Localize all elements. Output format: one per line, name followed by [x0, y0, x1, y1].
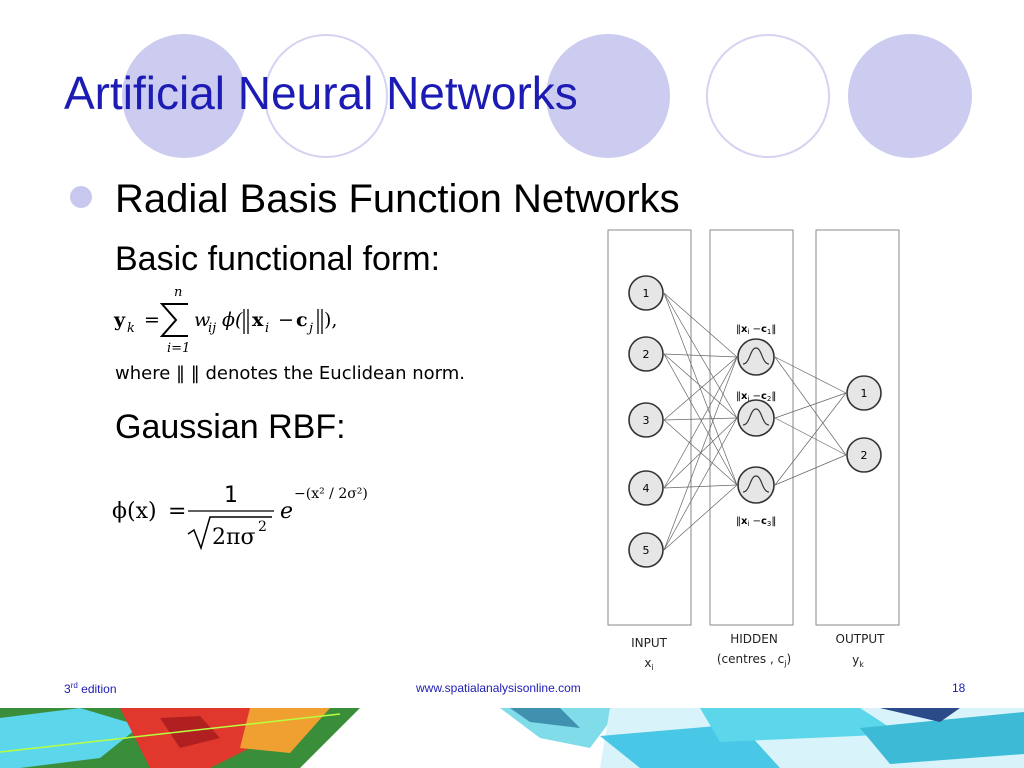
hidden-node-1: [737, 338, 775, 376]
decorative-circle: [546, 34, 670, 158]
gaussian-exponent: −(x² / 2σ²): [294, 486, 368, 502]
input-hidden-edge-5-2: [663, 417, 738, 551]
footer-page-number: 18: [952, 681, 966, 695]
input-hidden-edge-3-1: [663, 356, 738, 421]
slide-title: Artificial Neural Networks: [64, 67, 578, 119]
bullet-dot: [70, 186, 92, 208]
decorative-ring: [706, 34, 830, 158]
hidden-output-edge-2-2: [774, 417, 847, 456]
input-hidden-edge-5-1: [663, 356, 738, 551]
gaussian-curve-icon: [742, 347, 770, 365]
input-node-2: [628, 336, 664, 372]
input-hidden-edge-3-2: [663, 417, 738, 421]
output-column-sub: yk: [852, 653, 864, 669]
gaussian-numerator: 1: [224, 483, 238, 508]
input-node-label-2: 2: [643, 348, 650, 361]
output-node-1: [846, 375, 882, 411]
formula-phi: ϕ(: [222, 309, 243, 331]
input-hidden-edge-4-1: [663, 356, 738, 489]
hidden-output-edge-3-1: [774, 392, 847, 486]
hidden-output-edge-3-2: [774, 454, 847, 486]
formula-close: ),: [324, 309, 337, 331]
input-hidden-edge-5-3: [663, 484, 738, 551]
footer-website-link[interactable]: www.spatialanalysisonline.com: [416, 681, 581, 695]
gaussian-formula: ϕ(x) = 1 2πσ 2 e −(x² / 2σ²): [112, 483, 368, 551]
output-column-label: OUTPUT: [836, 632, 886, 646]
map-decoration-band: [0, 708, 1024, 768]
gaussian-curve-icon: [742, 408, 770, 426]
formula-weight: w: [194, 309, 210, 331]
sum-upper: n: [174, 285, 182, 300]
decorative-ring: [264, 34, 388, 158]
hidden-norm-label-1: ‖xi −c1‖: [736, 324, 776, 336]
input-node-1: [628, 275, 664, 311]
norm-note-suffix: denotes the Euclidean norm.: [205, 363, 466, 384]
input-node-4: [628, 470, 664, 506]
footer-edition: 3rd edition: [64, 681, 117, 696]
output-node-label-1: 1: [861, 387, 868, 400]
gaussian-curve-icon: [742, 475, 770, 493]
input-hidden-edge-2-3: [663, 353, 738, 486]
gaussian-denominator: 2πσ: [212, 525, 255, 550]
basic-form-label: Basic functional form:: [115, 240, 441, 278]
rbf-network-diagram: 1 2 3 4 5 1 2 ‖xi −c1‖ ‖xi −c2‖ ‖xi −c3‖ INPUT…: [607, 229, 900, 672]
input-hidden-edge-2-1: [663, 353, 738, 358]
output-column: [815, 229, 900, 626]
input-column-label: INPUT: [631, 636, 668, 650]
norm-note-prefix: where: [115, 363, 171, 384]
sum-symbol: [159, 303, 188, 337]
formula-vec-x: x: [252, 309, 264, 331]
formula-weight-sub: ij: [208, 321, 216, 336]
rbf-formula: y k = n i=1 w ij ϕ( x i − c j ),: [113, 285, 337, 356]
norm-note: where ‖ ‖ denotes the Euclidean norm.: [115, 363, 465, 384]
hidden-node-2: [737, 399, 775, 437]
hidden-column-sub: (centres , cj): [717, 652, 791, 668]
input-node-label-5: 5: [643, 544, 650, 557]
output-node-label-2: 2: [861, 449, 868, 462]
input-node-3: [628, 402, 664, 438]
hidden-column-label: HIDDEN: [730, 632, 778, 646]
bullet-heading: Radial Basis Function Networks: [115, 177, 680, 221]
hidden-norm-label-2: ‖xi −c2‖: [736, 391, 776, 403]
gaussian-denominator-sup: 2: [258, 519, 267, 535]
gaussian-base: e: [280, 499, 293, 524]
output-node-2: [846, 437, 882, 473]
hidden-output-edge-1-2: [774, 356, 847, 456]
hidden-node-3: [737, 466, 775, 504]
formula-minus: −: [278, 309, 294, 331]
formula-x-sub: i: [265, 321, 269, 336]
sum-lower: i=1: [167, 341, 190, 356]
formula-c-sub: j: [306, 321, 313, 336]
sqrt-symbol: [187, 516, 272, 551]
gaussian-lhs: ϕ(x): [112, 499, 157, 524]
input-node-label-1: 1: [643, 287, 650, 300]
norm-symbol: ‖ ‖: [176, 363, 200, 384]
hidden-output-edge-2-1: [774, 392, 847, 419]
input-column-sub: xi: [644, 656, 653, 672]
input-hidden-edge-1-1: [663, 292, 738, 358]
decorative-circle: [848, 34, 972, 158]
formula-lhs-sub: k: [127, 321, 135, 336]
decorative-circle: [122, 34, 246, 158]
input-node-label-3: 3: [643, 414, 650, 427]
input-hidden-edge-4-3: [663, 484, 738, 489]
gaussian-label: Gaussian RBF:: [115, 408, 346, 446]
formula-lhs: y: [113, 309, 126, 331]
gaussian-equals: =: [168, 499, 186, 524]
formula-equals: =: [144, 309, 160, 331]
hidden-output-edge-1-1: [774, 356, 847, 394]
input-hidden-edge-3-3: [663, 419, 738, 486]
hidden-norm-label-3: ‖xi −c3‖: [736, 516, 776, 528]
input-hidden-edge-1-3: [663, 292, 738, 486]
input-node-label-4: 4: [643, 482, 650, 495]
input-node-5: [628, 532, 664, 568]
input-hidden-edge-2-2: [663, 353, 738, 419]
formula-vec-c: c: [296, 309, 308, 331]
